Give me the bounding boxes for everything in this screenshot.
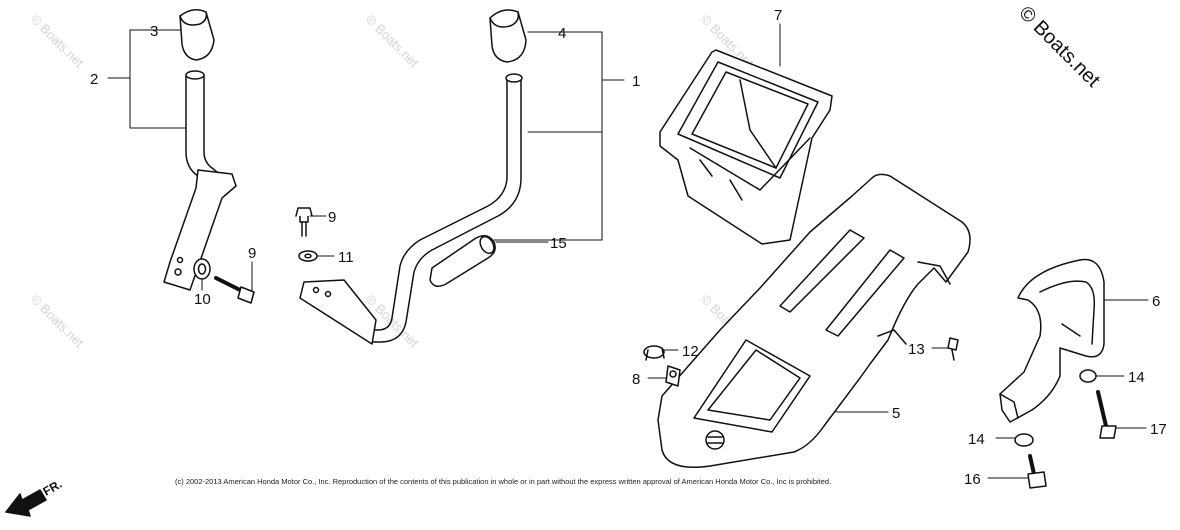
callout-1: 1 [632, 73, 640, 90]
callout-3: 3 [150, 23, 158, 40]
left-lever-assembly [163, 9, 255, 304]
callout-10: 10 [194, 291, 211, 308]
hardware-small [643, 337, 1117, 489]
callout-11: 11 [338, 249, 354, 266]
callout-16: 16 [964, 471, 981, 488]
watermark: © Boats.net [363, 12, 422, 71]
callout-5: 5 [892, 405, 900, 422]
callout-labels: 3 2 4 1 7 9 11 15 9 10 12 8 13 5 6 14 17… [90, 7, 1167, 488]
right-lever-assembly [295, 9, 527, 345]
callout-14-top: 14 [1128, 369, 1145, 386]
callout-15: 15 [550, 235, 567, 252]
callout-9-left: 9 [248, 245, 256, 262]
callout-9-right: 9 [328, 209, 336, 226]
front-direction-indicator: FR. [5, 477, 64, 517]
arrow-icon [5, 489, 47, 517]
callout-17: 17 [1150, 421, 1167, 438]
watermark: © Boats.net [28, 292, 87, 351]
side-bracket [999, 258, 1105, 423]
callout-12: 12 [682, 343, 699, 360]
brand-watermark: © Boats.net [1014, 2, 1104, 92]
cup-holder [659, 49, 833, 245]
callout-4: 4 [558, 25, 566, 42]
leader-lines [107, 23, 1149, 479]
callout-6: 6 [1152, 293, 1160, 310]
callout-13: 13 [908, 341, 925, 358]
callout-2: 2 [90, 71, 98, 88]
callout-7: 7 [774, 7, 782, 24]
copyright-notice: (c) 2002-2013 American Honda Motor Co., … [175, 477, 831, 486]
callout-8: 8 [632, 371, 640, 388]
console-panel [657, 173, 971, 468]
callout-14-bottom: 14 [968, 431, 985, 448]
background-watermarks: © Boats.net © Boats.net © Boats.net © Bo… [28, 12, 757, 351]
watermark: © Boats.net [28, 12, 87, 71]
